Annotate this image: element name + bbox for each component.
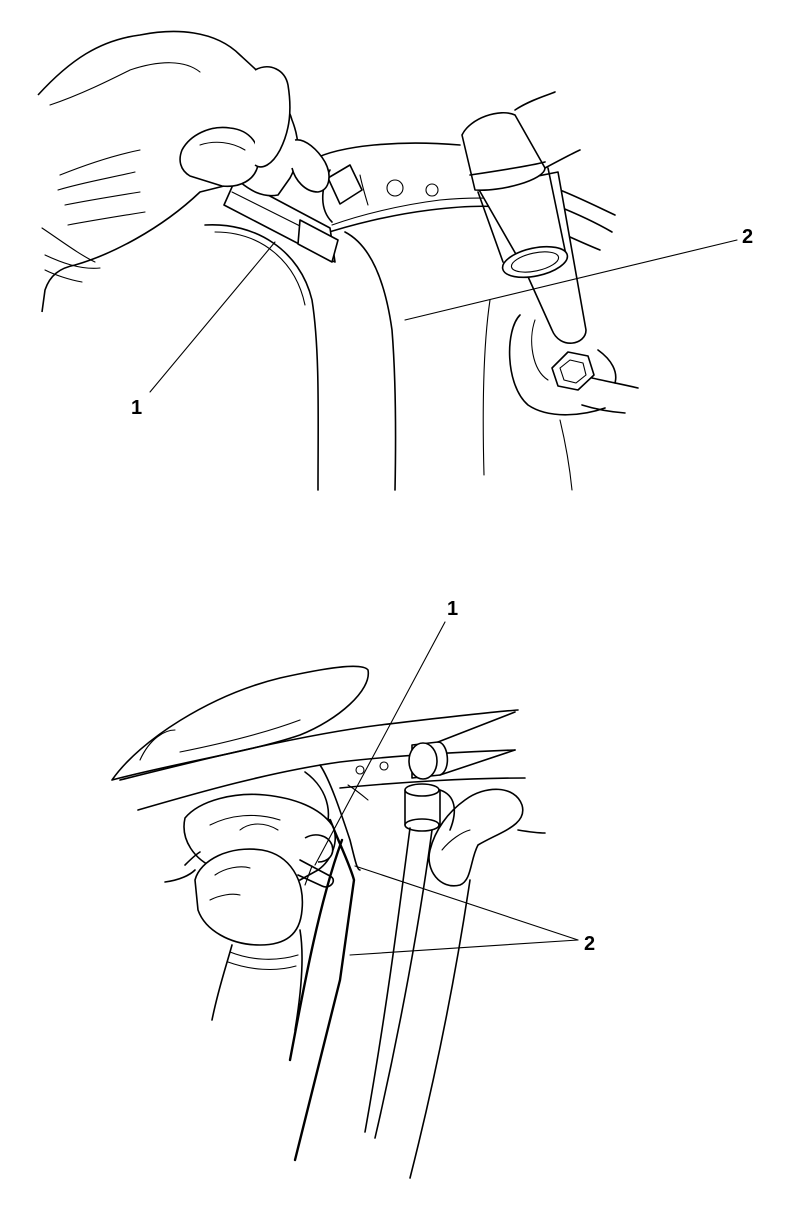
callout-1-leader xyxy=(149,241,276,393)
hinge-pin-lower xyxy=(364,711,516,1179)
callout-2-leader-lower xyxy=(349,939,579,956)
callout-1-label-lower: 1 xyxy=(447,598,458,620)
figure-bottom: 1 2 xyxy=(111,598,595,1179)
figure-top: 1 2 xyxy=(37,30,753,491)
gloved-hands-bottom xyxy=(164,793,336,1031)
hinge-bracket xyxy=(508,314,639,416)
callout-leaders-bottom xyxy=(314,621,579,956)
hinge-bolt xyxy=(551,351,595,391)
punch-tool xyxy=(223,177,339,263)
gloved-hand-top xyxy=(37,30,330,313)
callout-2-leader-upper xyxy=(354,865,579,941)
callout-leaders-top xyxy=(149,239,738,393)
hinge-bracket-lower xyxy=(428,788,524,887)
callout-1-label: 1 xyxy=(131,397,142,419)
callout-2-leader xyxy=(404,239,738,321)
callout-2-label-lower: 2 xyxy=(584,933,595,955)
body-structure xyxy=(119,709,546,1162)
hinge-pin xyxy=(461,91,587,344)
pry-tool xyxy=(297,859,335,888)
callout-2-label: 2 xyxy=(742,226,753,248)
callout-1-leader-lower xyxy=(314,621,446,866)
